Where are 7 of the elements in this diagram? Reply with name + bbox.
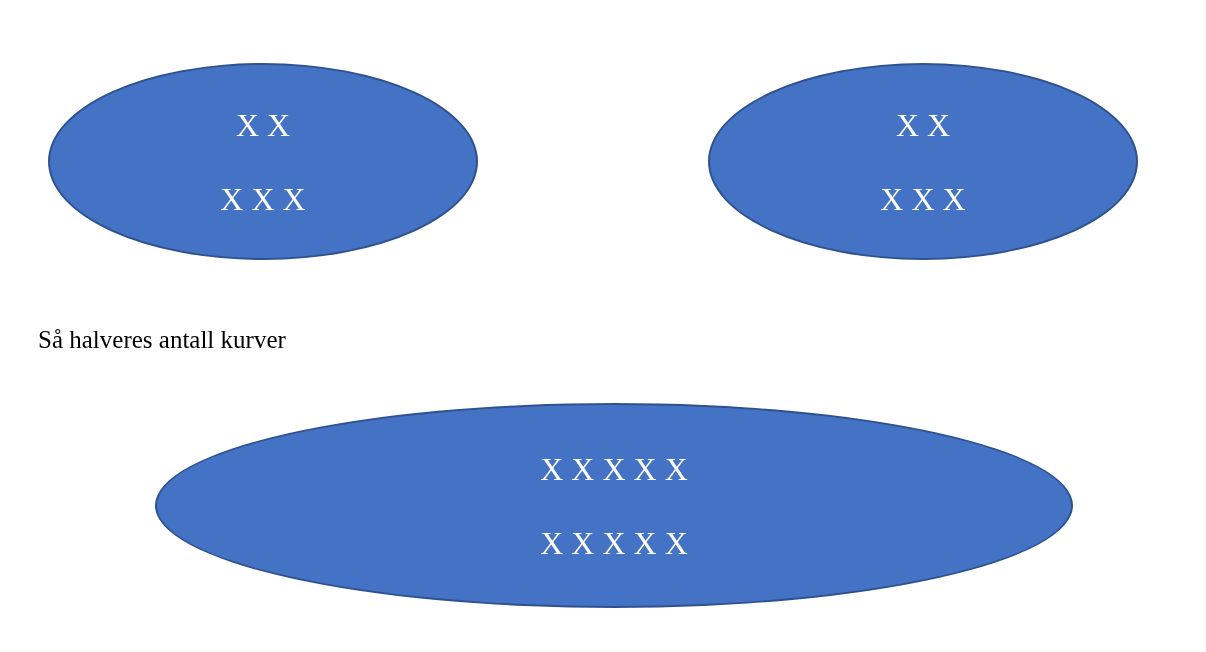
ellipse-text: X X X [880, 182, 966, 215]
ellipse-text: X X [235, 108, 291, 141]
ellipse-text: X X X X X [540, 452, 688, 485]
ellipse-text: X X X [220, 182, 306, 215]
note-text: Så halveres antall kurver [38, 326, 286, 354]
ellipse-text: X X [895, 108, 951, 141]
ellipse-text: X X X X X [540, 526, 688, 559]
